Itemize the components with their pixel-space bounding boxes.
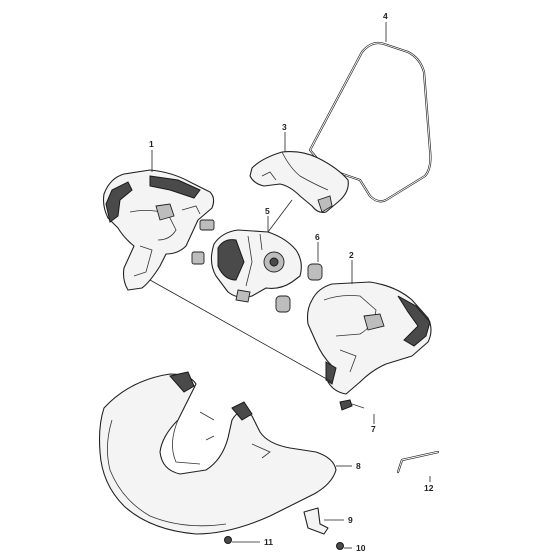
callout-1: 1: [149, 139, 154, 149]
callout-5: 5: [265, 206, 270, 216]
part-5-motor-unit: [191, 219, 302, 303]
alignment-line: [149, 279, 333, 383]
part-2-right-housing: [306, 281, 432, 395]
part-4-wire-bail: [308, 41, 432, 203]
part-7-screw: [339, 399, 365, 411]
callout-2: 2: [349, 250, 354, 260]
part-12-hex-key: [396, 450, 440, 474]
callout-3: 3: [282, 122, 287, 132]
part-3-top-cover: [249, 151, 349, 213]
part-10-screw: [336, 542, 344, 550]
callout-labels: 1 2 3 4 5 6 7 8 9 10 11 12: [149, 11, 434, 553]
part-9-bracket: [303, 507, 329, 535]
part-8-blade-guard: [98, 371, 337, 535]
callout-9: 9: [348, 515, 353, 525]
callout-11: 11: [264, 537, 273, 547]
callout-6: 6: [315, 232, 320, 242]
part-6-dampers: [275, 263, 323, 313]
callout-4: 4: [383, 11, 388, 21]
part-11-screw: [224, 536, 232, 544]
leader-lines: [151, 22, 431, 549]
callout-8: 8: [356, 461, 361, 471]
callout-10: 10: [356, 543, 366, 553]
callout-7: 7: [371, 424, 376, 434]
part-1-left-housing: [102, 169, 215, 291]
callout-12: 12: [424, 483, 434, 493]
